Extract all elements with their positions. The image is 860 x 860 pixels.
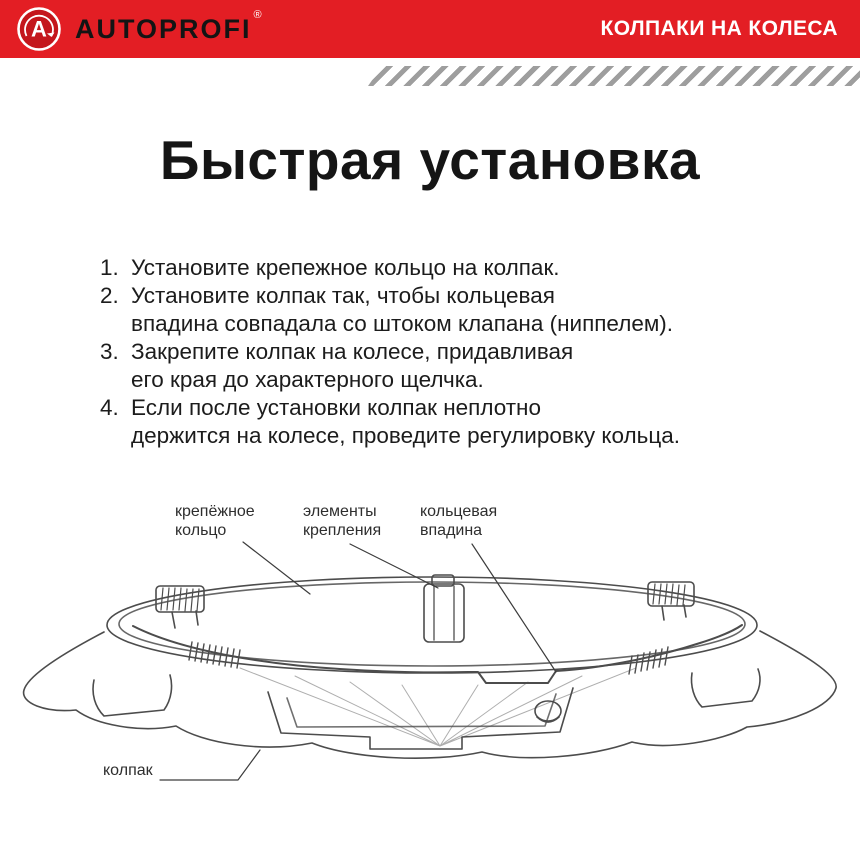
- center-slot: [267, 687, 574, 750]
- instruction-number: 2.: [100, 283, 119, 308]
- leader-groove: [471, 543, 557, 673]
- mounting-ring-wire: [132, 624, 743, 684]
- header-product-title: КОЛПАКИ НА КОЛЕСА: [600, 17, 838, 40]
- leader-lines: [159, 541, 557, 781]
- spokes: [239, 667, 637, 747]
- clip-center: [423, 574, 465, 643]
- logo-circle: [17, 7, 61, 51]
- logo-letter: A: [31, 17, 47, 42]
- right-pocket: [690, 668, 761, 708]
- hazard-stripes: [368, 66, 860, 86]
- spring-right: [628, 646, 669, 675]
- left-pocket: [92, 674, 173, 717]
- center-slot-inner: [286, 693, 557, 728]
- label-mounting-ring: крепёжное кольцо: [175, 503, 255, 539]
- page-title: Быстрая установка: [159, 129, 701, 191]
- leader-cap: [159, 749, 261, 781]
- instruction-number: 4.: [100, 395, 119, 420]
- registered-mark: ®: [253, 9, 262, 21]
- cap-body-outline: [22, 630, 837, 759]
- instruction-item: 3. Закрепите колпак на колесе, придавлив…: [100, 338, 800, 394]
- instruction-item: 1. Установите крепежное кольцо на колпак…: [100, 254, 800, 282]
- instruction-text: Если после установки колпак неплотно дер…: [131, 395, 681, 448]
- instruction-list: 1. Установите крепежное кольцо на колпак…: [100, 254, 800, 450]
- instruction-text: Установите колпак так, чтобы кольцевая в…: [131, 283, 674, 336]
- wheel-cap-diagram: крепёжное кольцо элементы крепления коль…: [0, 480, 860, 850]
- instruction-item: 2. Установите колпак так, чтобы кольцева…: [100, 282, 800, 338]
- label-ring-groove: кольцевая впадина: [420, 503, 498, 539]
- valve-stem-hole: [534, 700, 562, 723]
- autoprofi-logo-icon: A: [17, 7, 61, 51]
- label-fastening-elements: элементы крепления: [303, 503, 382, 539]
- logo-arrowhead: [47, 32, 55, 37]
- clip-left: [155, 585, 205, 629]
- instruction-number: 3.: [100, 339, 119, 364]
- wheel-cap-drawing: [22, 541, 837, 781]
- brand-text: AUTOPROFI: [75, 13, 252, 44]
- logo-arc: [24, 14, 54, 37]
- spring-left: [188, 641, 241, 669]
- clip-right: [647, 581, 695, 621]
- instruction-item: 4. Если после установки колпак неплотно …: [100, 394, 800, 450]
- instruction-text: Установите крепежное кольцо на колпак.: [131, 255, 560, 280]
- label-cap: колпак: [103, 762, 153, 779]
- instruction-text: Закрепите колпак на колесе, придавливая …: [131, 339, 574, 392]
- leader-clips: [349, 543, 439, 589]
- leader-ring: [242, 541, 311, 595]
- header-bar: A AUTOPROFI ® КОЛПАКИ НА КОЛЕСА: [0, 0, 860, 58]
- instruction-number: 1.: [100, 255, 119, 280]
